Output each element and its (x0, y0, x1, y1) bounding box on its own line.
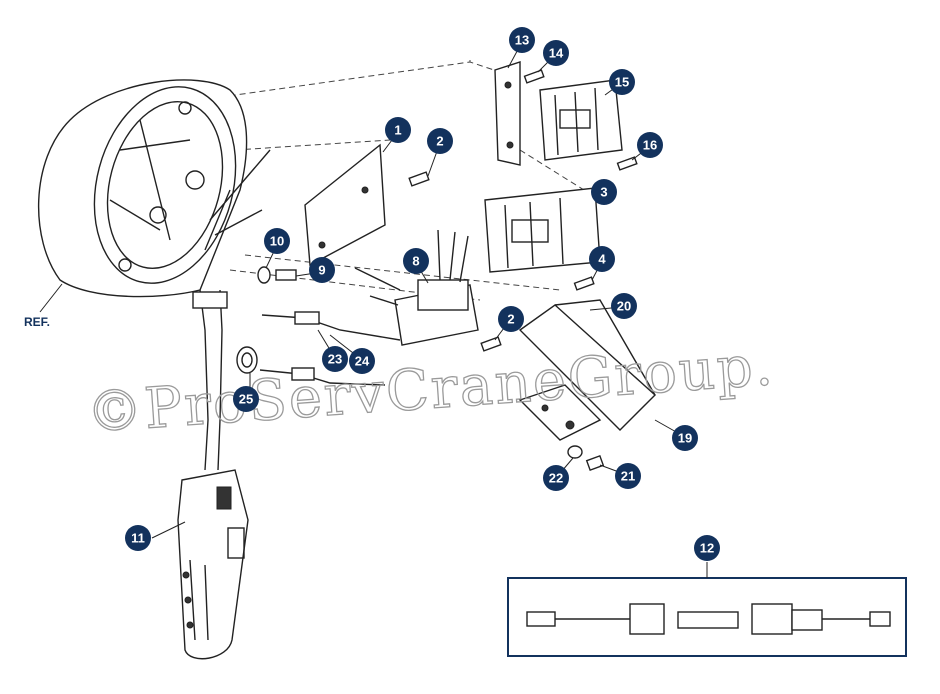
transformer (354, 229, 479, 346)
svg-text:24: 24 (355, 354, 370, 369)
callout-14: 14 (543, 40, 569, 66)
svg-text:23: 23 (328, 352, 342, 367)
callout-13: 13 (509, 27, 535, 53)
svg-text:21: 21 (621, 469, 635, 484)
pendant-cable (192, 289, 228, 471)
callout-25: 25 (233, 386, 259, 412)
svg-text:11: 11 (131, 531, 145, 546)
cover-plate (304, 143, 386, 267)
svg-text:4: 4 (598, 252, 606, 267)
svg-text:9: 9 (318, 263, 325, 278)
callout-2: 2 (427, 128, 453, 154)
wire-connectors (259, 311, 401, 386)
motor-end-housing (38, 79, 271, 298)
svg-text:2: 2 (507, 312, 514, 327)
contactor-bracket (494, 61, 521, 166)
callout-8: 8 (403, 248, 429, 274)
ref-text: REF. (24, 315, 50, 329)
svg-text:13: 13 (515, 33, 529, 48)
svg-text:2: 2 (436, 134, 443, 149)
svg-text:12: 12 (700, 541, 714, 556)
callout-4: 4 (589, 246, 615, 272)
callout-11: 11 (125, 525, 151, 551)
svg-text:16: 16 (643, 138, 657, 153)
washer-and-screw (257, 266, 297, 284)
svg-text:22: 22 (549, 471, 563, 486)
callout-10: 10 (264, 228, 290, 254)
callout-12: 12 (694, 535, 720, 561)
svg-text:1: 1 (394, 123, 401, 138)
limit-bracket (518, 299, 657, 441)
callout-23: 23 (322, 346, 348, 372)
svg-text:10: 10 (270, 234, 284, 249)
svg-text:3: 3 (600, 185, 607, 200)
cable-kit-box (507, 562, 907, 657)
callout-24: 24 (349, 348, 375, 374)
screws (408, 69, 638, 471)
svg-text:20: 20 (617, 299, 631, 314)
callout-15: 15 (609, 69, 635, 95)
callout-21: 21 (615, 463, 641, 489)
pendant-control (177, 469, 249, 660)
svg-text:8: 8 (412, 254, 419, 269)
callout-2-lower: 2 (498, 306, 524, 332)
callout-22: 22 (543, 465, 569, 491)
contactor-upper (539, 79, 623, 161)
contactor-lower (484, 187, 601, 273)
svg-text:25: 25 (239, 392, 253, 407)
callout-19: 19 (672, 425, 698, 451)
svg-text:19: 19 (678, 431, 692, 446)
callout-badges: 1 2 3 4 8 9 10 11 12 13 14 15 16 19 20 2… (125, 27, 720, 561)
callout-16: 16 (637, 132, 663, 158)
svg-text:14: 14 (549, 46, 564, 61)
svg-text:15: 15 (615, 75, 629, 90)
strain-ring (236, 346, 258, 374)
nut (567, 445, 583, 459)
ref-label: REF. (24, 283, 63, 329)
callout-3: 3 (591, 179, 617, 205)
callout-9: 9 (309, 257, 335, 283)
watermark-text: ©ProServCraneGroup. (84, 333, 776, 446)
callout-1: 1 (385, 117, 411, 143)
assembly-dashed-lines (199, 60, 601, 301)
callout-20: 20 (611, 293, 637, 319)
